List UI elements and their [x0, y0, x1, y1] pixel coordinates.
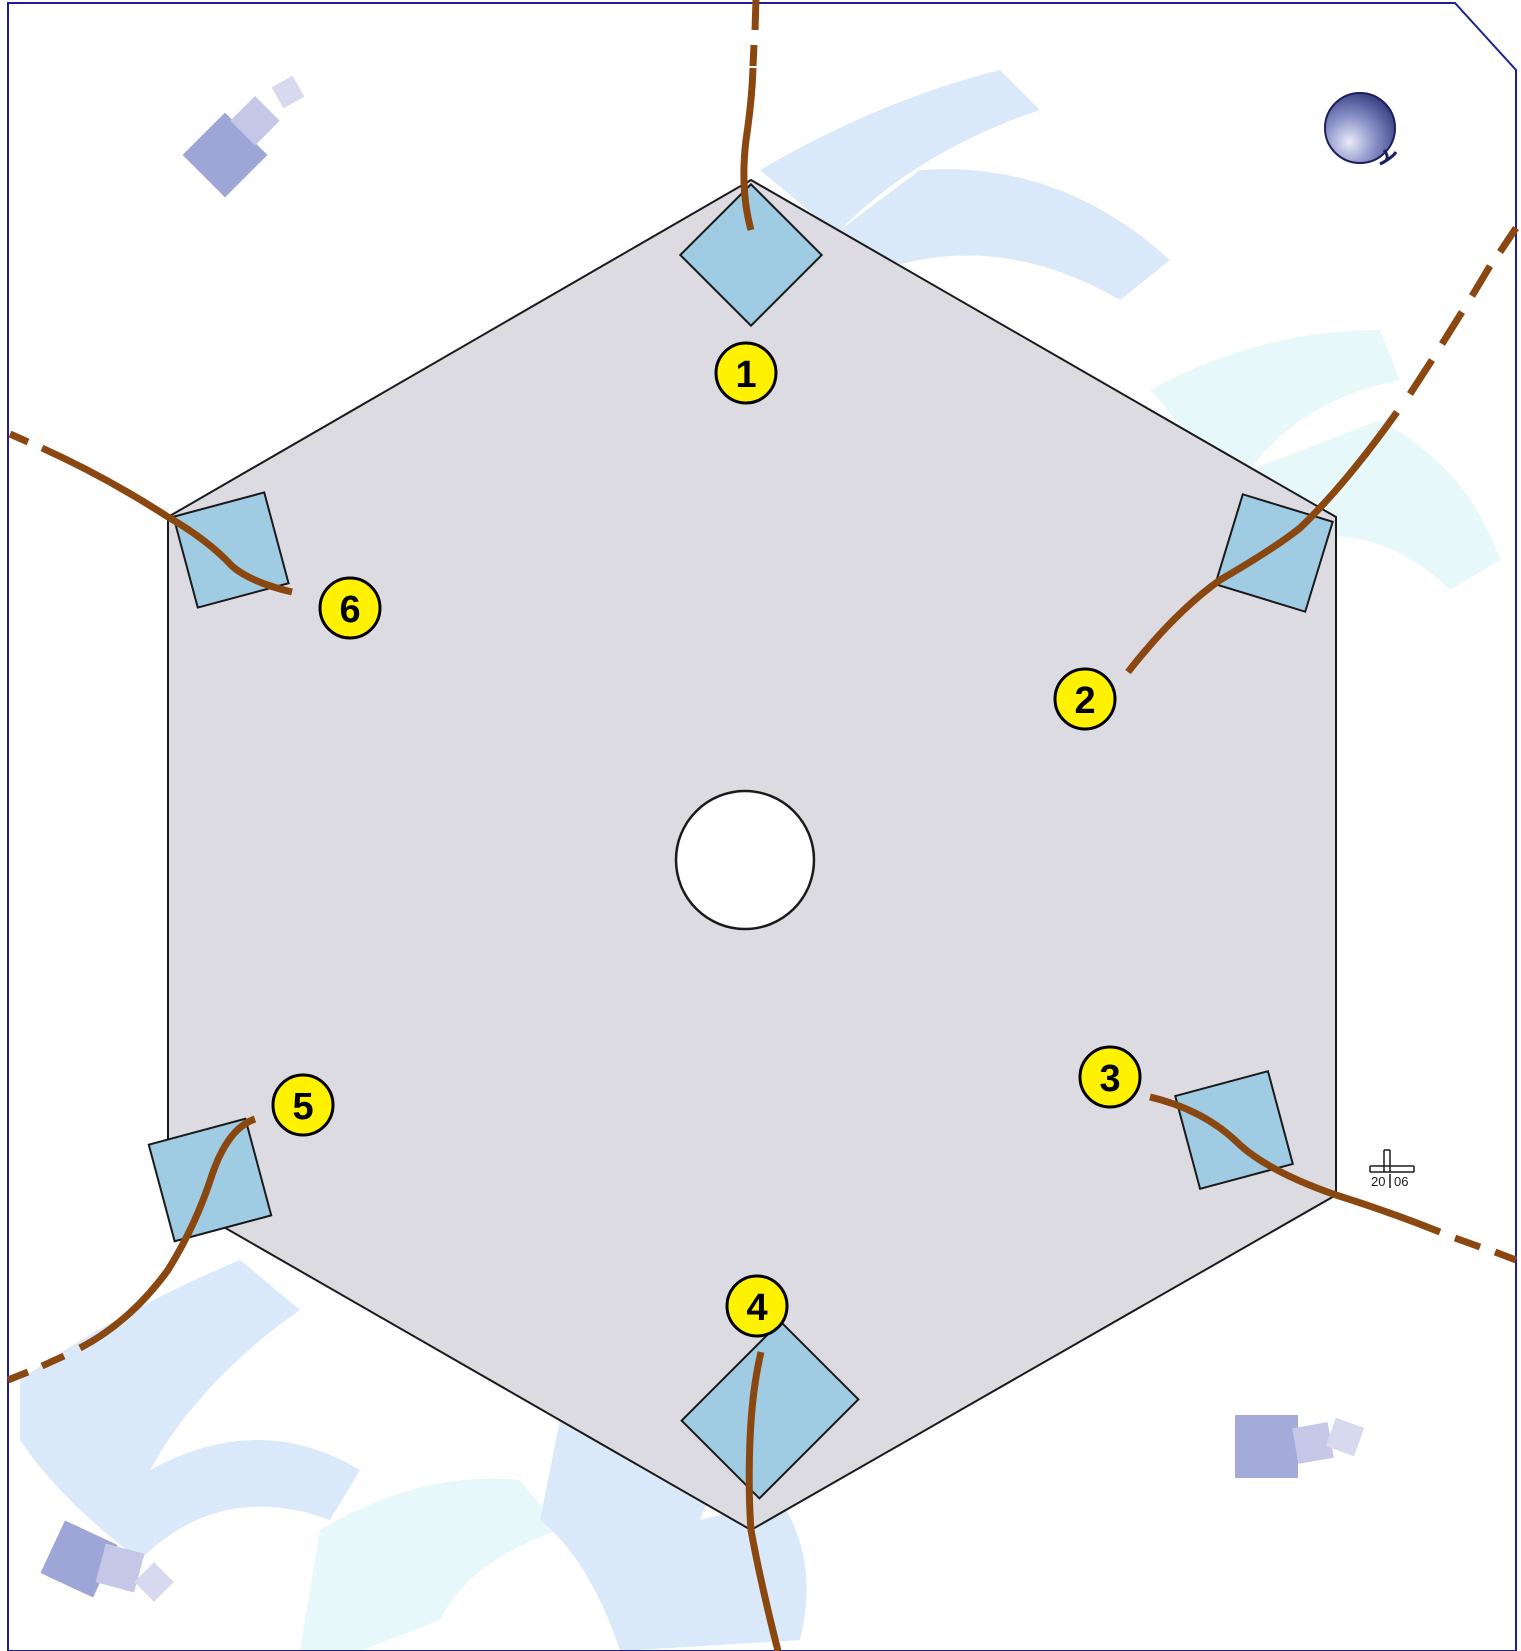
callout-6-label: 6: [339, 589, 360, 631]
decor-squares-bottom-right: [1235, 1415, 1364, 1478]
callout-3-label: 3: [1099, 1058, 1120, 1100]
callout-4: 4: [727, 1276, 787, 1336]
callout-2: 2: [1055, 669, 1115, 729]
callout-6: 6: [320, 578, 380, 638]
callout-1-label: 1: [735, 354, 756, 396]
callout-4-label: 4: [746, 1287, 767, 1329]
callout-5: 5: [273, 1075, 333, 1135]
globe-icon: [1325, 93, 1396, 164]
swirl-bottom-left: [20, 1260, 360, 1560]
decor-squares-top-left: [183, 76, 305, 198]
callout-3: 3: [1080, 1047, 1140, 1107]
manufacturer-stamp-icon: 20 06: [1370, 1150, 1414, 1189]
callout-1: 1: [716, 343, 776, 403]
callout-5-label: 5: [292, 1086, 313, 1128]
center-hole: [676, 791, 814, 929]
stamp-right: 06: [1394, 1174, 1408, 1189]
callout-2-label: 2: [1074, 680, 1095, 722]
stamp-left: 20: [1371, 1174, 1385, 1189]
